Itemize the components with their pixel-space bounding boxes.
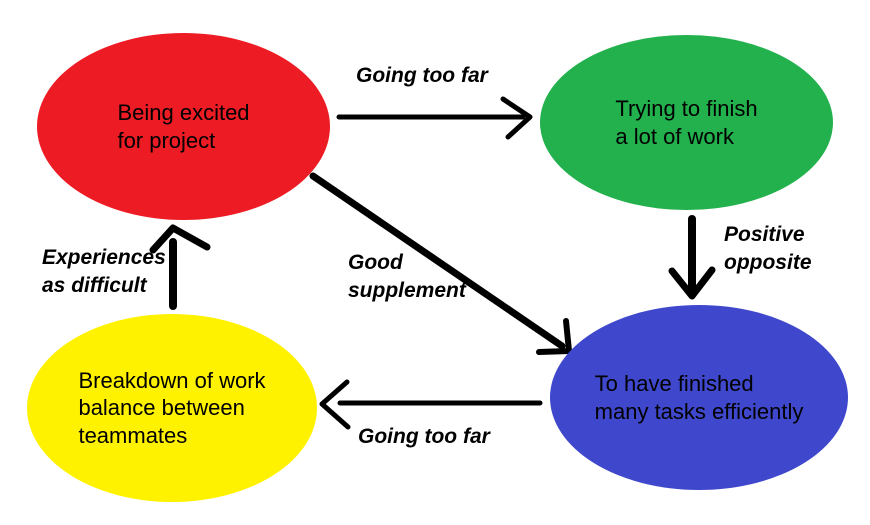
edge-label-going-too-far-top: Going too far <box>356 64 488 87</box>
edge-label-positive-opposite: Positive opposite <box>724 223 812 274</box>
node-trying-to-finish: Trying to finish a lot of work <box>540 35 833 210</box>
node-finished-many-tasks-label: To have finished many tasks efficiently <box>594 371 804 424</box>
edge-label-going-too-far-bottom: Going too far <box>358 425 490 448</box>
edge-label-experiences-as-difficult: Experiences as difficult <box>42 246 166 297</box>
arrow-breakdown-to-excited <box>149 224 211 310</box>
node-being-excited-label: Being excited for project <box>117 100 250 153</box>
node-breakdown-work-balance-label: Breakdown of work balance between teamma… <box>78 367 266 448</box>
node-being-excited: Being excited for project <box>37 33 330 220</box>
arrow-finished-to-breakdown <box>319 379 543 430</box>
arrow-excited-to-trying <box>336 96 533 140</box>
node-finished-many-tasks: To have finished many tasks efficiently <box>550 305 848 490</box>
node-breakdown-work-balance: Breakdown of work balance between teamma… <box>27 314 317 502</box>
edge-label-good-supplement: Good supplement <box>348 251 466 302</box>
node-trying-to-finish-label: Trying to finish a lot of work <box>615 96 758 149</box>
arrow-trying-to-finished <box>668 215 716 300</box>
